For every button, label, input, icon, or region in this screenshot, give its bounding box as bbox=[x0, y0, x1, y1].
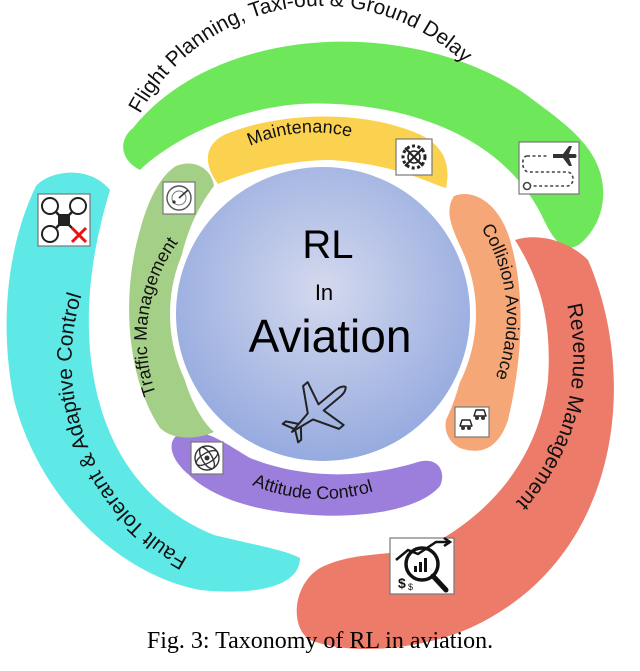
fault-tolerant-segment bbox=[6, 172, 301, 592]
drone-icon bbox=[37, 193, 91, 247]
gyroscope-icon bbox=[190, 441, 224, 475]
center-circle bbox=[170, 161, 476, 467]
center-connector: In bbox=[315, 280, 333, 305]
revenue-management-segment bbox=[296, 237, 614, 650]
center-title: RL bbox=[302, 223, 353, 267]
flight-planning-segment bbox=[123, 41, 604, 248]
maintenance-segment bbox=[207, 116, 448, 188]
gear-wrench-icon bbox=[395, 138, 433, 176]
revenue-magnifier-icon: $ $ bbox=[389, 536, 455, 595]
figure-caption: Fig. 3: Taxonomy of RL in aviation. bbox=[146, 628, 494, 654]
radar-icon bbox=[162, 181, 196, 215]
collision-cars-icon bbox=[454, 406, 490, 438]
airplane-icon bbox=[281, 381, 347, 444]
svg-text:$: $ bbox=[398, 575, 406, 591]
center-subject: Aviation bbox=[249, 310, 412, 362]
svg-text:$: $ bbox=[408, 582, 413, 592]
flight-path-icon bbox=[518, 141, 580, 195]
attitude-control-segment bbox=[171, 431, 443, 516]
